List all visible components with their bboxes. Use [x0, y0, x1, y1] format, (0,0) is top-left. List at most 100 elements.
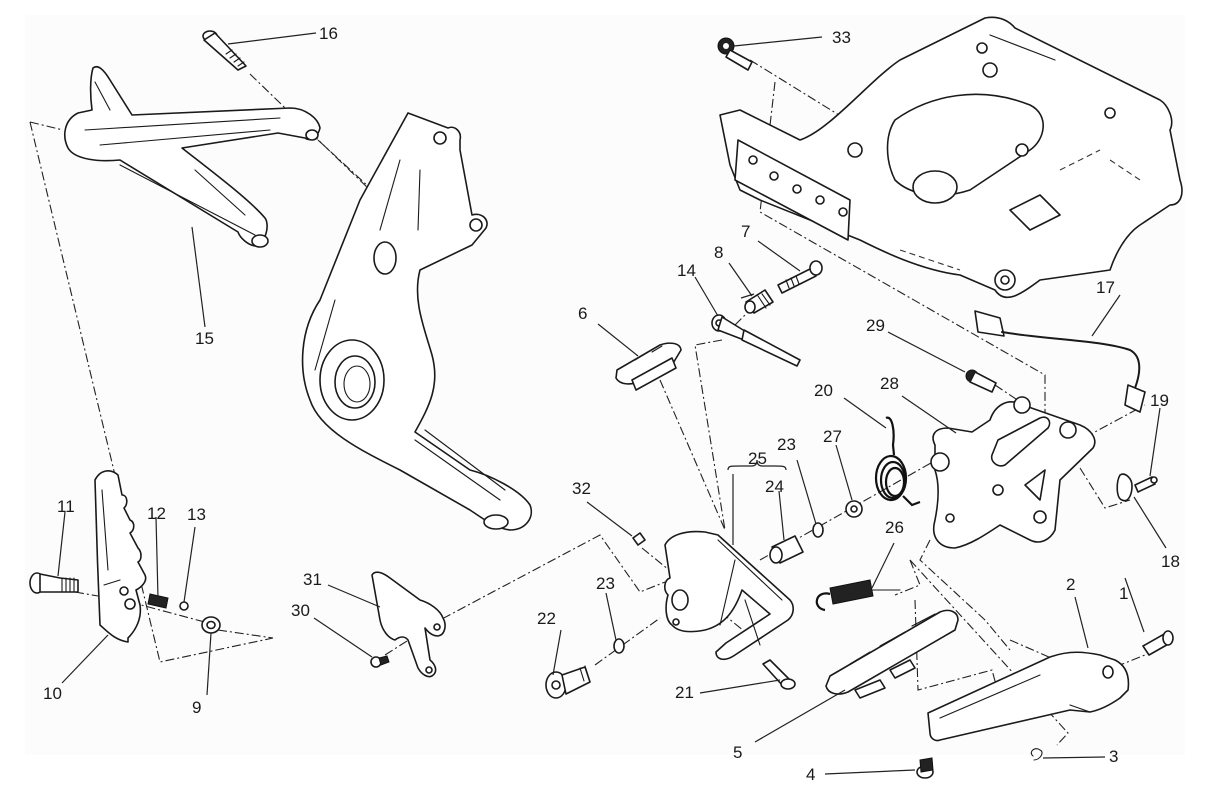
pedal-pivot	[671, 589, 689, 611]
part-17-cable[interactable]	[974, 310, 1146, 413]
callout-1[interactable]: 1	[1119, 584, 1128, 603]
bushing-end	[251, 234, 269, 248]
callout-23b[interactable]: 23	[777, 435, 796, 454]
axis-line	[894, 559, 921, 596]
callout-31[interactable]: 31	[303, 570, 322, 589]
group-25-brace	[727, 459, 787, 471]
part-14-rod-end[interactable]	[711, 314, 801, 367]
part-25-brake-pedal[interactable]	[664, 530, 794, 661]
callout-25[interactable]: 25	[748, 449, 767, 468]
triangle-cutout	[1024, 469, 1046, 501]
part-15-passenger-bracket[interactable]	[64, 65, 321, 248]
part-13-ball[interactable]	[179, 601, 189, 611]
part-2-footpeg-arm[interactable]	[927, 651, 1130, 742]
callout-6[interactable]: 6	[578, 304, 587, 323]
part-21-pin[interactable]	[762, 659, 796, 690]
part-16-screw[interactable]	[202, 30, 247, 71]
part-6-pad[interactable]	[615, 342, 682, 391]
axis-line	[217, 629, 274, 639]
callout-9[interactable]: 9	[192, 698, 201, 717]
callout-22[interactable]: 22	[537, 609, 556, 628]
bushing-end	[305, 129, 319, 141]
part-9-washer[interactable]	[201, 616, 221, 634]
callout-32[interactable]: 32	[572, 479, 591, 498]
callout-33[interactable]: 33	[832, 28, 851, 47]
part-20-torsion-spring[interactable]	[874, 416, 921, 507]
axis-line	[317, 139, 371, 189]
part-27-washer[interactable]	[845, 500, 863, 518]
callout-30[interactable]: 30	[291, 601, 310, 620]
callout-11[interactable]: 11	[57, 497, 75, 516]
part-8-spacer[interactable]	[744, 289, 774, 314]
callout-26[interactable]: 26	[885, 518, 904, 537]
callout-3[interactable]: 3	[1109, 747, 1118, 766]
callout-13[interactable]: 13	[187, 505, 206, 524]
subframe[interactable]	[719, 16, 1183, 299]
callout-20[interactable]: 20	[814, 381, 833, 400]
axis-line	[1079, 467, 1131, 509]
pivot-hole	[334, 355, 376, 409]
callout-21[interactable]: 21	[675, 683, 694, 702]
callout-17[interactable]: 17	[1096, 278, 1115, 297]
part-23-o-ring[interactable]	[613, 638, 625, 654]
mount-lug	[469, 218, 483, 232]
part-1-pin[interactable]	[1142, 630, 1174, 656]
part-7-screw[interactable]	[777, 260, 823, 294]
frame-hole	[912, 170, 958, 204]
part-28-rider-bracket[interactable]	[930, 396, 1096, 549]
part-32-nut[interactable]	[632, 532, 646, 546]
callout-27[interactable]: 27	[823, 427, 842, 446]
axis-line	[74, 591, 99, 597]
callout-29[interactable]: 29	[866, 316, 885, 335]
callout-14[interactable]: 14	[677, 261, 696, 280]
part-23-o-ring[interactable]	[812, 522, 824, 538]
frame-cutout	[886, 93, 1044, 196]
part-10-passenger-footpeg[interactable]	[94, 470, 147, 643]
axis-line	[29, 121, 64, 131]
part-29-screw[interactable]	[965, 369, 997, 393]
part-11-pin[interactable]	[29, 572, 79, 594]
hanger-plate[interactable]	[301, 112, 532, 531]
panel-notch	[0, 755, 120, 798]
callout-2[interactable]: 2	[1066, 575, 1075, 594]
part-4-rivet[interactable]	[916, 757, 934, 779]
callout-8[interactable]: 8	[714, 243, 723, 262]
part-22-pivot-bolt[interactable]	[545, 665, 591, 699]
part-3-clip[interactable]	[1030, 748, 1043, 761]
callout-23[interactable]: 23	[596, 574, 615, 593]
axis-line	[29, 121, 274, 663]
axis-line	[909, 559, 1069, 746]
part-5-footpeg-rubber[interactable]	[825, 609, 959, 699]
callout-15[interactable]: 15	[195, 329, 214, 348]
part-18-clip[interactable]	[1116, 473, 1133, 502]
frame-pocket	[1009, 194, 1061, 231]
axis-line	[249, 73, 371, 191]
part-31-heel-guard[interactable]	[371, 571, 446, 678]
callout-labels: 1 2 3 4 5 6 7 8 9 10 11 12 13 14 15 16 1…	[43, 24, 1180, 784]
part-19-screw[interactable]	[1134, 476, 1158, 493]
callout-28[interactable]: 28	[880, 374, 899, 393]
part-12-spring[interactable]	[147, 593, 169, 609]
part-30-screw[interactable]	[370, 655, 390, 668]
axis-line	[659, 379, 726, 531]
axis-line	[914, 599, 1070, 693]
mount-hole	[373, 241, 397, 275]
axis-line	[759, 81, 1046, 420]
callout-12[interactable]: 12	[147, 504, 166, 523]
callout-16[interactable]: 16	[319, 24, 338, 43]
axis-line	[594, 617, 661, 666]
callout-10[interactable]: 10	[43, 684, 62, 703]
axis-line	[384, 534, 666, 656]
callout-4[interactable]: 4	[806, 765, 815, 784]
callout-7[interactable]: 7	[741, 222, 750, 241]
callout-5[interactable]: 5	[733, 743, 742, 762]
callout-18[interactable]: 18	[1161, 552, 1180, 571]
axis-line	[129, 601, 213, 625]
part-26-return-spring[interactable]	[815, 579, 901, 612]
part-24-bushing[interactable]	[769, 535, 804, 564]
callout-19[interactable]: 19	[1150, 391, 1169, 410]
callout-24[interactable]: 24	[765, 477, 784, 496]
pedal-end	[483, 514, 509, 530]
part-33-screw[interactable]	[717, 37, 753, 71]
